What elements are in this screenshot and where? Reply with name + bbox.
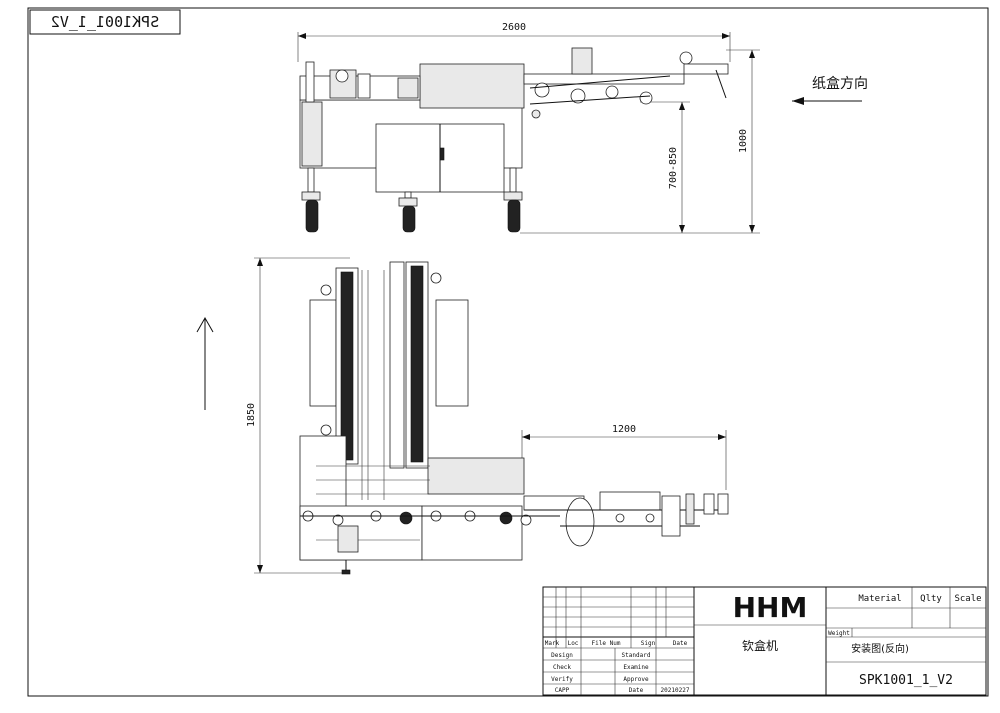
plan-view: 1850 1200 xyxy=(196,257,729,575)
hdr-file-num: File Num xyxy=(592,640,621,647)
caster-left xyxy=(301,167,321,233)
direction-arrow-left xyxy=(792,97,862,105)
approval-examine: Examine xyxy=(623,664,649,671)
corner-code-box: SPK1001_1_V2 xyxy=(29,9,181,35)
dim-top-height: 1000 xyxy=(738,129,749,153)
corner-code-mirrored: SPK1001_1_V2 xyxy=(51,13,159,31)
drawing-title: 安装图(反向) xyxy=(851,642,909,655)
hdr-date: Date xyxy=(673,640,688,647)
dim-work-height: 700-850 xyxy=(668,147,679,189)
dim-plan-width: 1200 xyxy=(612,424,636,435)
approval-date: Date xyxy=(629,687,644,694)
approval-standard: Standard xyxy=(622,652,651,659)
side-elevation-view: 2600 1000 700-850 xyxy=(297,22,760,234)
caster-right xyxy=(503,167,523,233)
scale-label: Scale xyxy=(954,594,981,604)
company-logo-text: HHM xyxy=(733,591,808,624)
title-block: Mark Loc File Num Sign Date Design Check… xyxy=(542,586,987,696)
hdr-loc: Loc xyxy=(568,640,579,647)
product-name: 钦盒机 xyxy=(742,638,778,653)
drawing-frame xyxy=(27,7,989,697)
role-capp: CAPP xyxy=(555,687,570,694)
qty-label: Qlty xyxy=(920,594,942,604)
role-design: Design xyxy=(551,652,573,659)
role-check: Check xyxy=(553,664,571,671)
hdr-sign: Sign xyxy=(641,640,656,647)
hdr-mark: Mark xyxy=(545,640,560,647)
weight-label: Weight xyxy=(828,630,850,637)
direction-label: 纸盒方向 xyxy=(812,75,868,92)
caster-middle xyxy=(398,191,418,233)
material-label: Material xyxy=(858,594,901,604)
flow-arrow-up xyxy=(196,316,214,410)
dim-plan-length: 1850 xyxy=(246,403,257,427)
drawing-number: SPK1001_1_V2 xyxy=(859,673,953,688)
dim-top-length: 2600 xyxy=(502,22,526,33)
role-verify: Verify xyxy=(551,676,573,683)
approval-approve: Approve xyxy=(623,676,649,683)
date-value: 20210227 xyxy=(661,687,690,694)
